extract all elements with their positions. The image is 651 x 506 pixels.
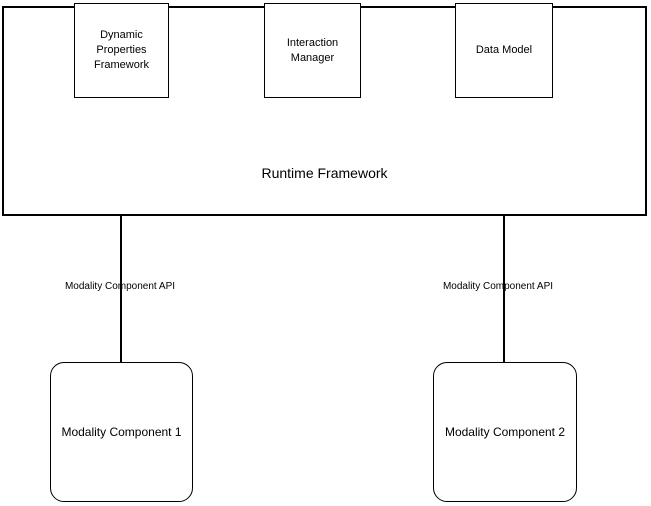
connector-line-left — [120, 216, 122, 362]
runtime-framework-label: Runtime Framework — [261, 165, 388, 181]
modality-component-2-box: Modality Component 2 — [433, 362, 577, 502]
data-model-label: Data Model — [475, 44, 533, 56]
modality-component-api-label-right: Modality Component API — [442, 281, 554, 292]
connector-line-right — [503, 216, 505, 362]
dynamic-properties-framework-label: Dynamic Properties Framework — [93, 29, 149, 71]
modality-component-2-label: Modality Component 2 — [444, 424, 566, 439]
modality-component-1-box: Modality Component 1 — [50, 362, 193, 502]
interaction-manager-box: Interaction Manager — [264, 3, 361, 98]
modality-component-1-label: Modality Component 1 — [61, 424, 182, 439]
dynamic-properties-framework-box: Dynamic Properties Framework — [74, 3, 169, 98]
interaction-manager-label: Interaction Manager — [286, 36, 339, 64]
data-model-box: Data Model — [455, 3, 553, 98]
